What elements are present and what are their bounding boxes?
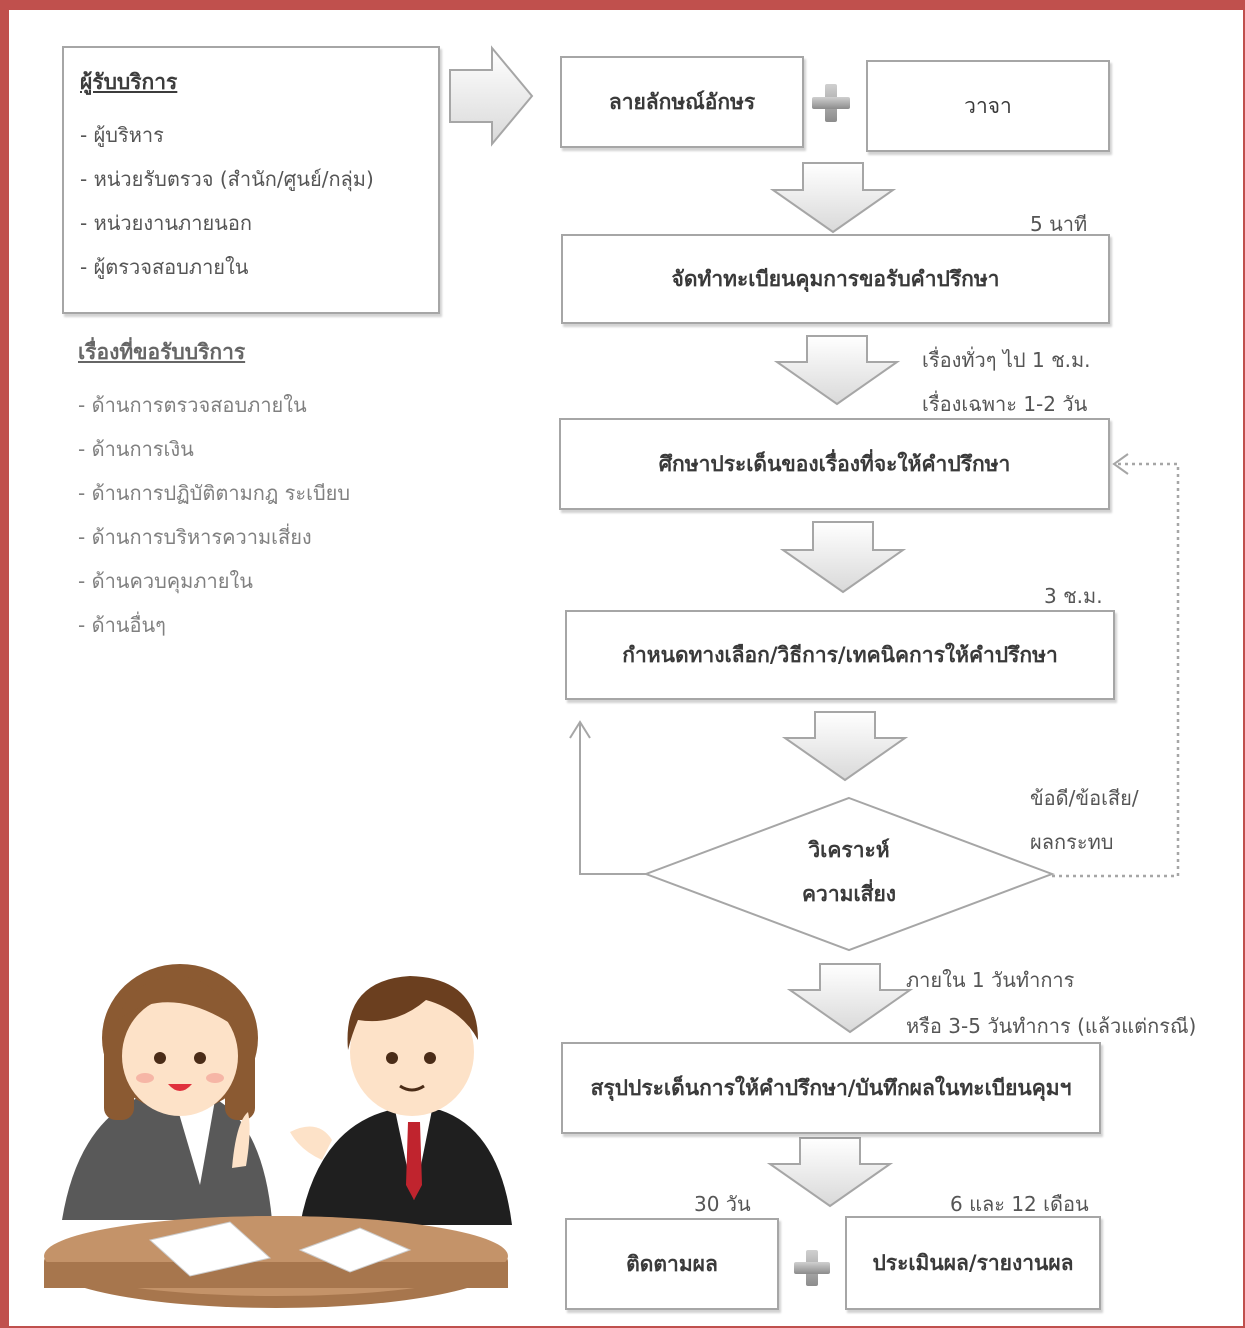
time-note: ภายใน 1 วันทำการ — [906, 968, 1075, 992]
plus-icon — [794, 1250, 830, 1286]
time-note: 3 ช.ม. — [1044, 584, 1103, 608]
down-arrow-icon — [773, 335, 901, 406]
verbal-request-box: วาจา — [866, 60, 1110, 152]
time-note: 6 และ 12 เดือน — [950, 1192, 1089, 1216]
clients-box: ผู้รับบริการ - ผู้บริหาร - หน่วยรับตรวจ … — [62, 46, 440, 314]
time-note: 30 วัน — [694, 1192, 751, 1216]
analyze-line-2: ความเสี่ยง — [801, 882, 897, 906]
analyze-line-1: วิเคราะห์ — [808, 838, 890, 862]
analyze-risk-label: วิเคราะห์ ความเสี่ยง — [769, 828, 929, 916]
evaluate-report-box: ประเมินผล/รายงานผล — [845, 1216, 1101, 1310]
topic-item: - ด้านการบริหารความเสี่ยง — [78, 525, 312, 549]
client-item: - ผู้ตรวจสอบภายใน — [80, 255, 249, 279]
client-item: - หน่วยงานภายนอก — [80, 211, 252, 235]
written-request-box: ลายลักษณ์อักษร — [560, 56, 804, 148]
arrow-head-icon — [569, 720, 591, 739]
down-arrow-icon — [779, 521, 907, 594]
decision-diamond — [643, 796, 1055, 952]
down-arrow-icon — [769, 162, 897, 234]
time-note: เรื่องเฉพาะ 1-2 วัน — [922, 392, 1088, 416]
client-item: - ผู้บริหาร — [80, 123, 164, 147]
topics-heading: เรื่องที่ขอรับบริการ — [78, 340, 246, 364]
pros-cons-note: ข้อดี/ข้อเสีย/ — [1030, 786, 1139, 810]
topic-item: - ด้านการปฏิบัติตามกฎ ระเบียบ — [78, 481, 351, 505]
summary-box: สรุปประเด็นการให้คำปรึกษา/บันทึกผลในทะเบ… — [561, 1042, 1101, 1134]
topic-item: - ด้านการตรวจสอบภายใน — [78, 393, 307, 417]
down-arrow-icon — [781, 711, 909, 782]
time-note: เรื่องทั่วๆ ไป 1 ช.ม. — [922, 348, 1091, 372]
topic-item: - ด้านการเงิน — [78, 437, 194, 461]
loop-back-connector — [579, 724, 646, 875]
time-note: หรือ 3-5 วันทำการ (แล้วแต่กรณี) — [906, 1014, 1197, 1038]
topic-item: - ด้านควบคุมภายใน — [78, 569, 253, 593]
down-arrow-icon — [766, 1137, 894, 1208]
follow-up-box: ติดตามผล — [565, 1218, 779, 1310]
arrow-head-icon — [1112, 453, 1129, 475]
define-options-box: กำหนดทางเลือก/วิธีการ/เทคนิคการให้คำปรึก… — [565, 610, 1115, 700]
plus-icon — [812, 84, 850, 122]
study-issue-box: ศึกษาประเด็นของเรื่องที่จะให้คำปรึกษา — [559, 418, 1110, 510]
down-arrow-icon — [786, 963, 914, 1034]
topics-list: เรื่องที่ขอรับบริการ - ด้านการตรวจสอบภาย… — [78, 336, 350, 647]
topic-item: - ด้านอื่นๆ — [78, 613, 166, 637]
clients-heading: ผู้รับบริการ — [80, 70, 178, 94]
client-item: - หน่วยรับตรวจ (สำนัก/ศูนย์/กลุ่ม) — [80, 167, 374, 191]
register-box: จัดทำทะเบียนคุมการขอรับคำปรึกษา — [561, 234, 1110, 324]
consulting-people-illustration — [44, 964, 512, 1308]
right-arrow-icon — [449, 45, 534, 147]
feedback-dotted-connector — [1052, 462, 1180, 878]
time-note: 5 นาที — [1030, 212, 1088, 236]
pros-cons-note: ผลกระทบ — [1030, 830, 1114, 854]
